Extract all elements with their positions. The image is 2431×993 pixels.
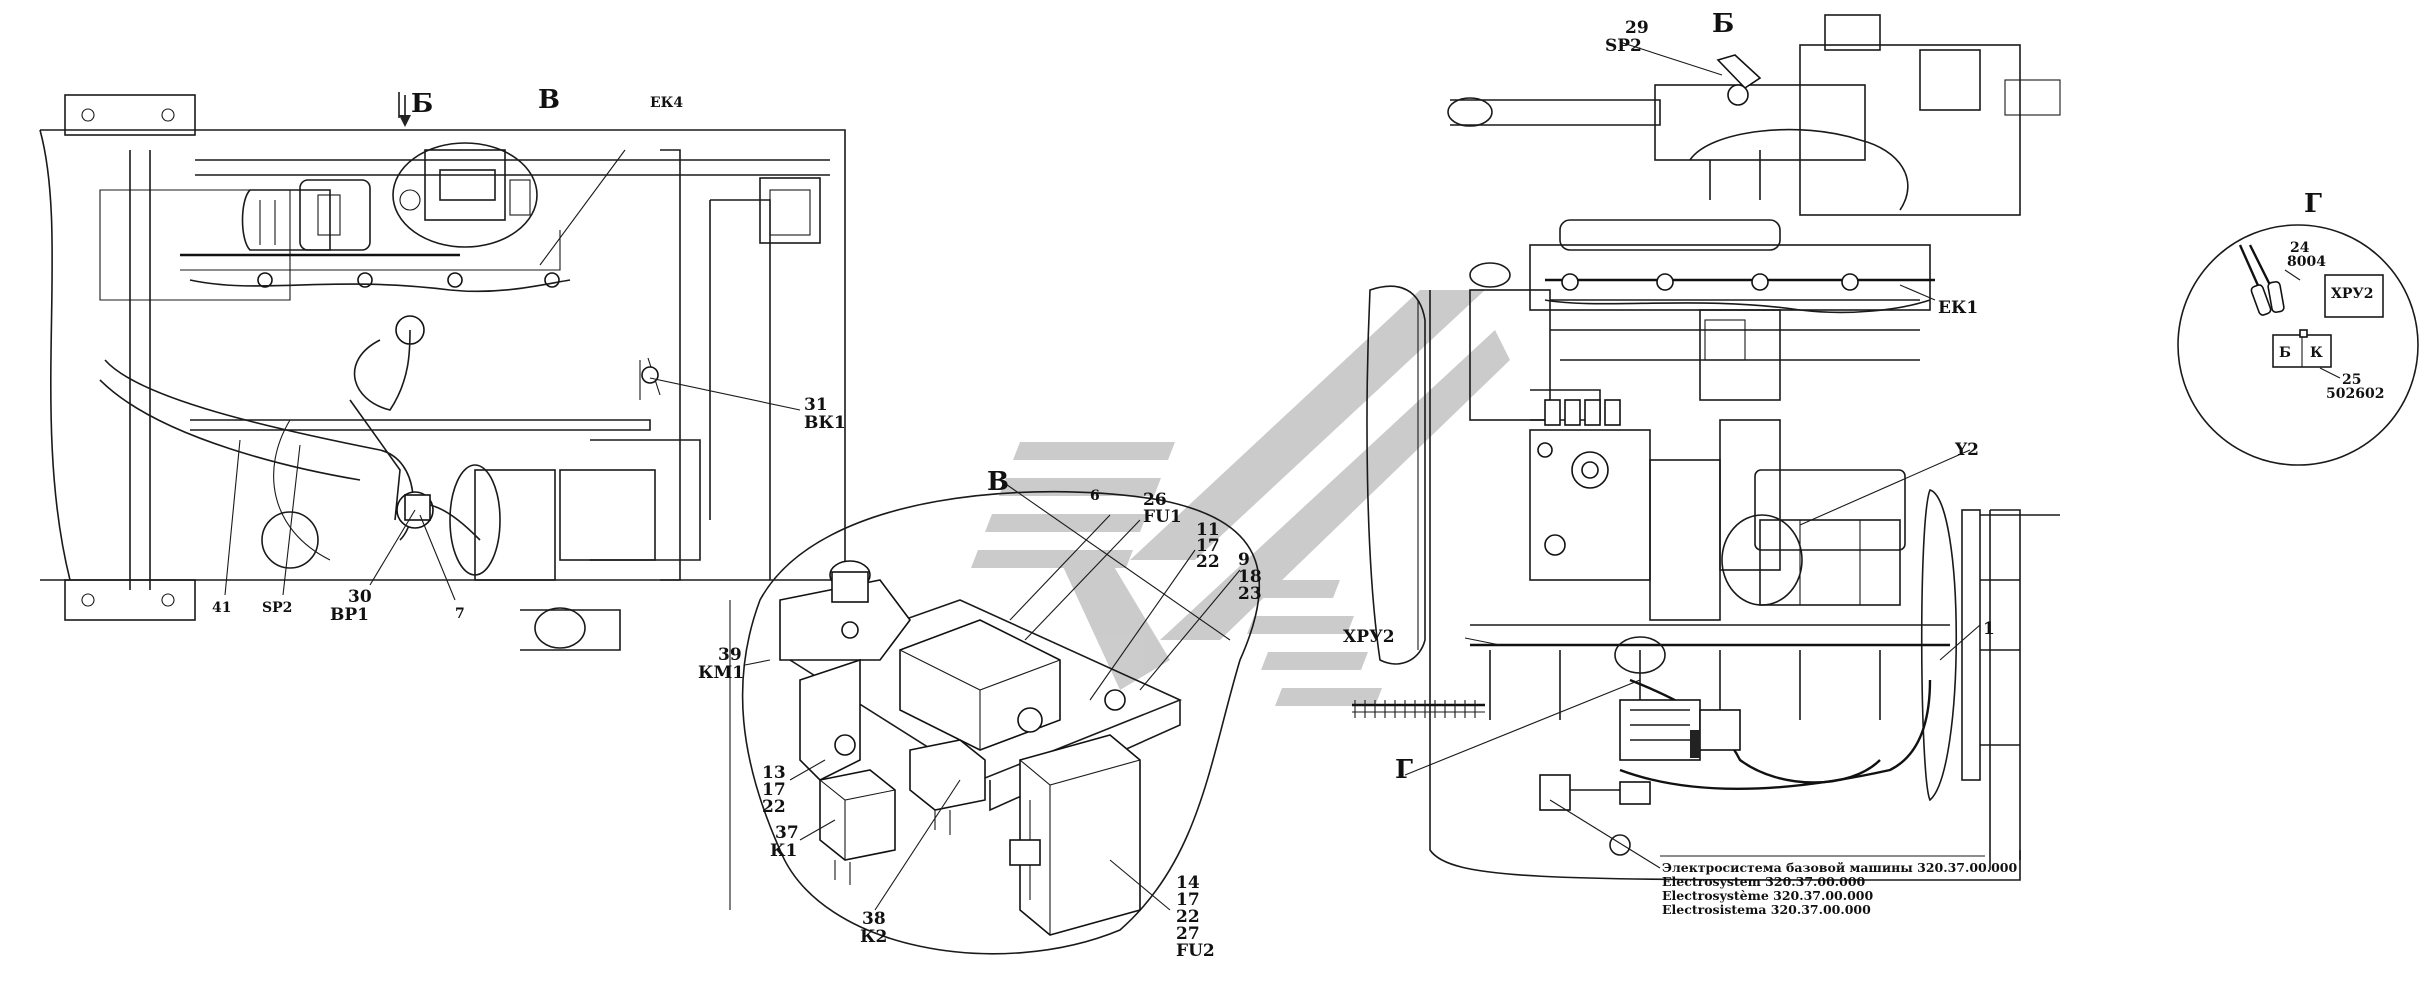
label-y2: Y2 xyxy=(1954,440,1979,460)
label-km1-number: 39 xyxy=(718,645,742,665)
detail-v-title: В xyxy=(987,467,1009,497)
engine-view-title: Б xyxy=(1712,9,1734,39)
label-sp2: SP2 xyxy=(262,600,292,616)
note-line-en: Electrosystem 320.37.00.000 xyxy=(1662,874,1866,889)
detail-g-title: Г xyxy=(2304,189,2322,219)
base-system-note: Электросистема базовой машины 320.37.00.… xyxy=(1660,855,2017,917)
label-25: 25 xyxy=(2342,372,2361,388)
label-fu1-code: FU1 xyxy=(1143,507,1182,527)
label-8004: 8004 xyxy=(2287,254,2326,270)
label-sp2-engine-code: SP2 xyxy=(1605,36,1642,56)
label-fu2-code: FU2 xyxy=(1176,941,1215,961)
label-sp2-engine-number: 29 xyxy=(1625,18,1649,38)
label-ek4: ЕК4 xyxy=(650,95,683,111)
label-18: 18 xyxy=(1238,567,1262,587)
label-bp1-code: ВР1 xyxy=(330,605,369,625)
label-22-a: 22 xyxy=(1196,552,1220,572)
label-502602: 502602 xyxy=(2326,386,2384,402)
label-11: 11 xyxy=(1196,520,1220,540)
detail-v xyxy=(729,479,1261,955)
label-6: 6 xyxy=(1090,488,1100,504)
label-b: Б xyxy=(2279,345,2291,361)
top-view-callout-label: В xyxy=(538,85,560,115)
label-ek1: ЕК1 xyxy=(1938,298,1978,318)
note-line-ru: Электросистема базовой машины 320.37.00.… xyxy=(1662,860,2017,875)
label-7: 7 xyxy=(455,606,465,622)
top-view xyxy=(39,92,846,651)
engine-view xyxy=(1352,14,2061,881)
label-fu1-number: 26 xyxy=(1143,490,1167,510)
engine-view-callout-g: Г xyxy=(1395,755,1413,785)
label-k1-code: К1 xyxy=(770,841,797,861)
label-km1-code: КМ1 xyxy=(698,663,744,683)
label-24: 24 xyxy=(2290,240,2310,256)
label-1: 1 xyxy=(1983,619,1995,639)
detail-g xyxy=(2177,224,2419,466)
label-13: 13 xyxy=(762,763,786,783)
watermark-logo xyxy=(971,290,1510,706)
label-k: К xyxy=(2310,345,2323,361)
label-9: 9 xyxy=(1238,550,1250,570)
label-23: 23 xyxy=(1238,584,1262,604)
label-17-a: 17 xyxy=(1196,536,1220,556)
label-k2-code: К2 xyxy=(860,927,887,947)
label-k1-number: 37 xyxy=(775,823,799,843)
label-22-c: 22 xyxy=(1176,907,1200,927)
label-17-b: 17 xyxy=(762,780,786,800)
top-view-arrow-label: Б xyxy=(411,89,433,119)
label-bk1-number: 31 xyxy=(804,395,828,415)
label-14: 14 xyxy=(1176,873,1200,893)
label-22-b: 22 xyxy=(762,797,786,817)
label-41: 41 xyxy=(212,600,231,616)
label-k2-number: 38 xyxy=(862,909,886,929)
label-xpy2-detail: ХРУ2 xyxy=(2331,286,2374,302)
label-bk1-code: ВК1 xyxy=(804,413,846,433)
note-line-es: Electrosistema 320.37.00.000 xyxy=(1662,902,1871,917)
label-17-c: 17 xyxy=(1176,890,1200,910)
note-line-fr: Electrosystème 320.37.00.000 xyxy=(1662,888,1873,903)
label-bp1-number: 30 xyxy=(348,587,372,607)
label-27: 27 xyxy=(1176,924,1200,944)
label-xpy2: ХРУ2 xyxy=(1343,627,1395,647)
